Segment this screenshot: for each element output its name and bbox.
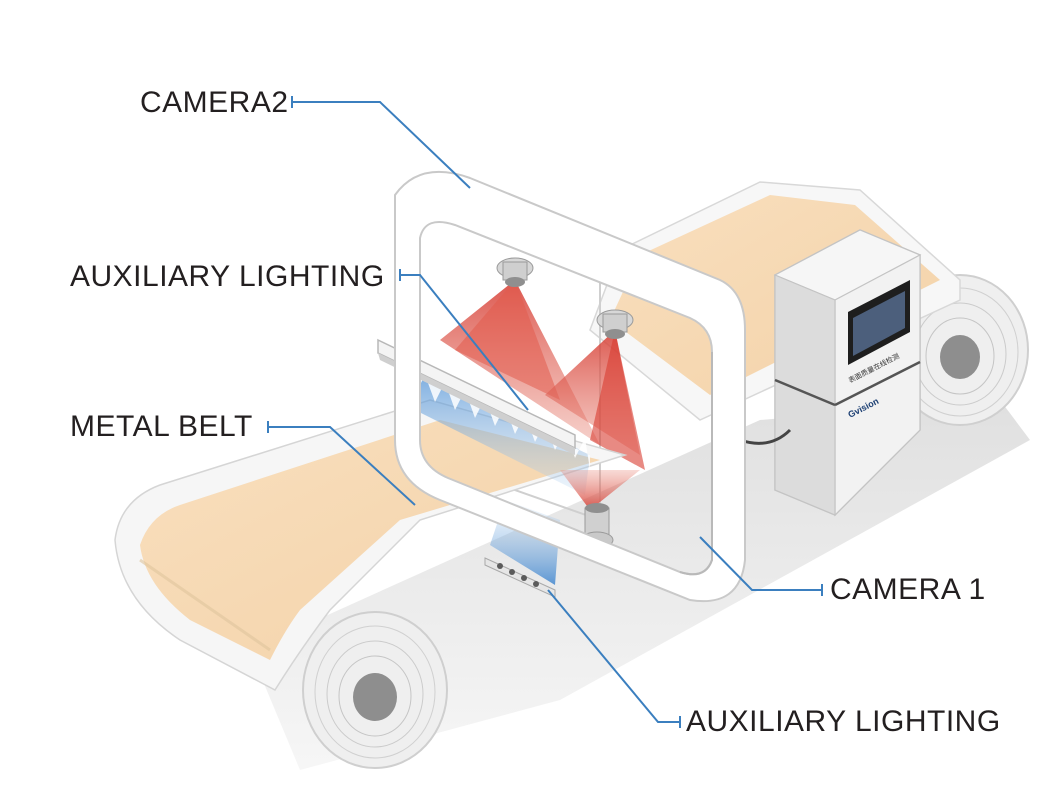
- label-auxiliary-lighting-bottom: AUXILIARY LIGHTING: [686, 705, 1001, 738]
- label-metal-belt: METAL BELT: [70, 410, 253, 443]
- callout-lines: [267, 96, 823, 728]
- camera-2-unit: [496, 257, 634, 339]
- aux-lighting-bar-top: [377, 338, 576, 455]
- callout-line-metal-belt: [268, 426, 416, 506]
- callout-line-aux-top: [400, 274, 529, 411]
- label-camera1: CAMERA 1: [830, 573, 986, 606]
- callout-line-aux-bottom: [547, 589, 680, 723]
- callout-line-camera2: [292, 101, 471, 189]
- callout-line-camera1: [699, 536, 822, 591]
- sawtooth-light-pattern: [405, 370, 590, 470]
- metal-belt-front: [114, 399, 628, 691]
- inspection-gantry-frame: [394, 170, 746, 603]
- front-roller: [302, 611, 448, 769]
- control-cabinet: 表面质量在线检测 Gvision: [773, 229, 922, 517]
- top-red-lighting: [440, 280, 645, 470]
- bottom-red-lighting: [560, 470, 640, 510]
- label-camera2: CAMERA2: [140, 86, 289, 119]
- label-auxiliary-lighting-top: AUXILIARY LIGHTING: [70, 260, 385, 293]
